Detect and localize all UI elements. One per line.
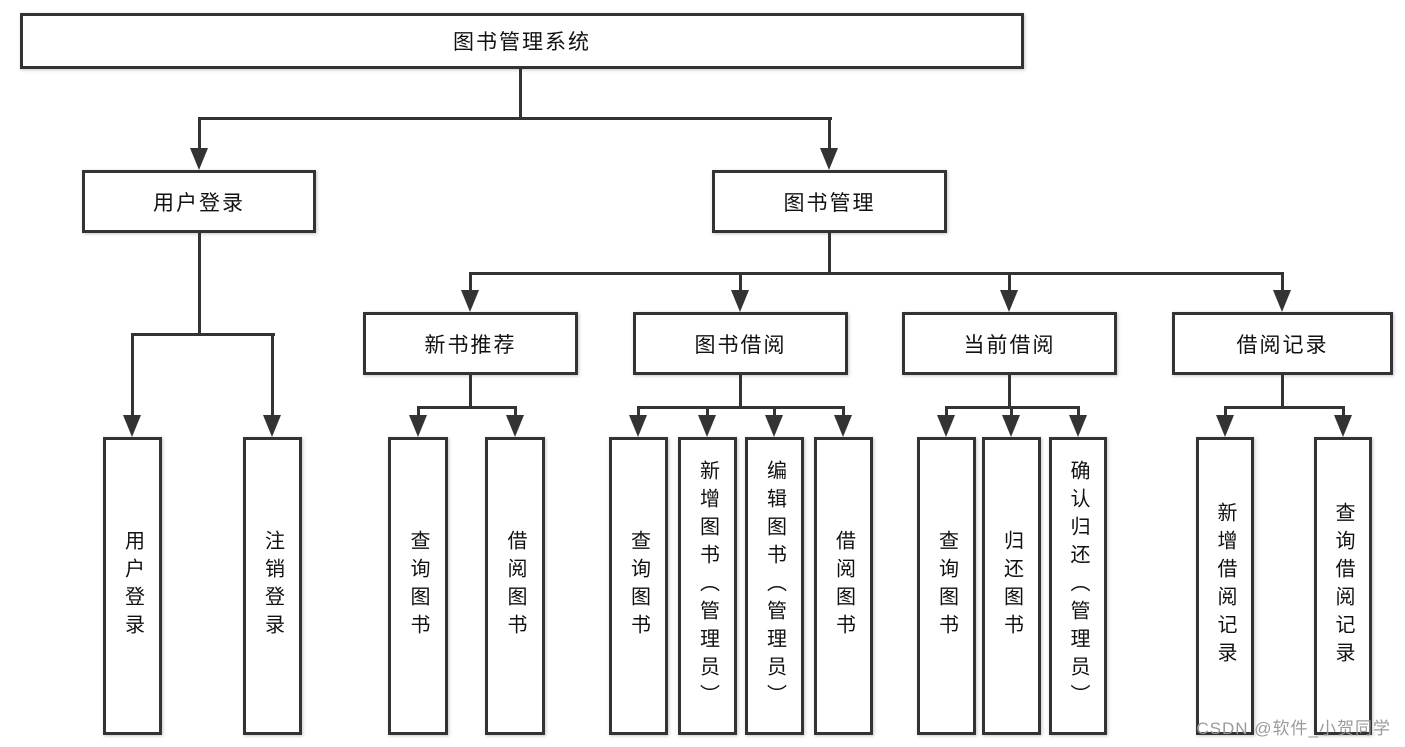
leaf-bb-add-book: 新增图书（管理员） (678, 437, 737, 735)
connector-line (1008, 272, 1011, 292)
node-label: 归还图书 (1000, 530, 1023, 642)
leaf-cb-query-book: 查询图书 (917, 437, 976, 735)
connector-line (1224, 406, 1227, 417)
arrow-down-icon (820, 148, 838, 170)
node-book-borrowing: 图书借阅 (633, 312, 848, 375)
node-label: 图书管理系统 (453, 31, 591, 54)
connector-line (706, 406, 709, 417)
node-root: 图书管理系统 (20, 13, 1024, 69)
connector-line (131, 333, 275, 336)
connector-line (1342, 406, 1345, 417)
node-label: 借阅记录 (1236, 333, 1329, 357)
watermark-text: CSDN @软件_小贺同学 (1196, 719, 1391, 738)
node-label: 注销登录 (261, 530, 284, 642)
arrow-down-icon (1273, 290, 1291, 312)
arrow-down-icon (1069, 415, 1087, 437)
connector-line (739, 375, 742, 406)
leaf-user-login: 用户登录 (103, 437, 162, 735)
node-book-management: 图书管理 (712, 170, 947, 233)
connector-line (945, 406, 948, 417)
leaf-cb-confirm-return: 确认归还（管理员） (1049, 437, 1107, 735)
leaf-cb-return-book: 归还图书 (982, 437, 1041, 735)
connector-line (828, 233, 831, 272)
arrow-down-icon (1000, 290, 1018, 312)
connector-line (469, 272, 472, 292)
connector-line (637, 406, 845, 409)
connector-line (417, 406, 420, 417)
node-label: 查询图书 (627, 530, 650, 642)
connector-line (131, 333, 134, 417)
connector-line (828, 117, 831, 150)
node-label: 当前借阅 (963, 333, 1056, 357)
node-label: 图书管理 (783, 191, 876, 215)
leaf-nb-query-book: 查询图书 (388, 437, 448, 735)
node-borrowing-records: 借阅记录 (1172, 312, 1393, 375)
node-label: 借阅图书 (832, 530, 855, 642)
arrow-down-icon (409, 415, 427, 437)
connector-line (271, 333, 274, 417)
node-label: 用户登录 (121, 530, 144, 642)
connector-line (198, 233, 201, 333)
node-label: 确认归还（管理员） (1067, 460, 1089, 712)
connector-line (1077, 406, 1080, 417)
arrow-down-icon (190, 148, 208, 170)
arrow-down-icon (1002, 415, 1020, 437)
node-label: 新增借阅记录 (1214, 502, 1236, 670)
connector-line (514, 406, 517, 417)
connector-line (417, 406, 517, 409)
connector-line (739, 272, 742, 292)
connector-line (1010, 406, 1013, 417)
arrow-down-icon (698, 415, 716, 437)
node-user-login: 用户登录 (82, 170, 316, 233)
node-label: 用户登录 (153, 191, 245, 215)
connector-line (637, 406, 640, 417)
arrow-down-icon (937, 415, 955, 437)
node-label: 图书借阅 (694, 333, 787, 357)
node-label: 新书推荐 (424, 333, 517, 357)
connector-line (198, 117, 201, 150)
connector-line (773, 406, 776, 417)
node-label: 借阅图书 (504, 530, 526, 642)
arrow-down-icon (629, 415, 647, 437)
arrow-down-icon (834, 415, 852, 437)
arrow-down-icon (123, 415, 141, 437)
leaf-nb-borrow-book: 借阅图书 (485, 437, 545, 735)
arrow-down-icon (506, 415, 524, 437)
node-label: 查询图书 (407, 530, 429, 642)
node-label: 查询借阅记录 (1332, 502, 1354, 670)
arrow-down-icon (263, 415, 281, 437)
connector-line (198, 117, 832, 120)
arrow-down-icon (1334, 415, 1352, 437)
arrow-down-icon (765, 415, 783, 437)
node-current-borrowing: 当前借阅 (902, 312, 1117, 375)
connector-line (1281, 272, 1284, 292)
arrow-down-icon (461, 290, 479, 312)
arrow-down-icon (1216, 415, 1234, 437)
node-label: 新增图书（管理员） (696, 460, 719, 712)
node-label: 查询图书 (935, 530, 958, 642)
connector-line (519, 69, 522, 117)
node-new-book-recommendation: 新书推荐 (363, 312, 578, 375)
leaf-br-query-record: 查询借阅记录 (1314, 437, 1372, 735)
leaf-logout: 注销登录 (243, 437, 302, 735)
node-label: 编辑图书（管理员） (763, 460, 786, 712)
arrow-down-icon (731, 290, 749, 312)
connector-line (1224, 406, 1345, 409)
leaf-bb-query-book: 查询图书 (609, 437, 668, 735)
connector-line (469, 375, 472, 406)
connector-line (1008, 375, 1011, 406)
leaf-bb-edit-book: 编辑图书（管理员） (745, 437, 804, 735)
connector-line (842, 406, 845, 417)
leaf-bb-borrow-book: 借阅图书 (814, 437, 873, 735)
connector-line (1281, 375, 1284, 406)
leaf-br-add-record: 新增借阅记录 (1196, 437, 1254, 735)
connector-line (469, 272, 1284, 275)
